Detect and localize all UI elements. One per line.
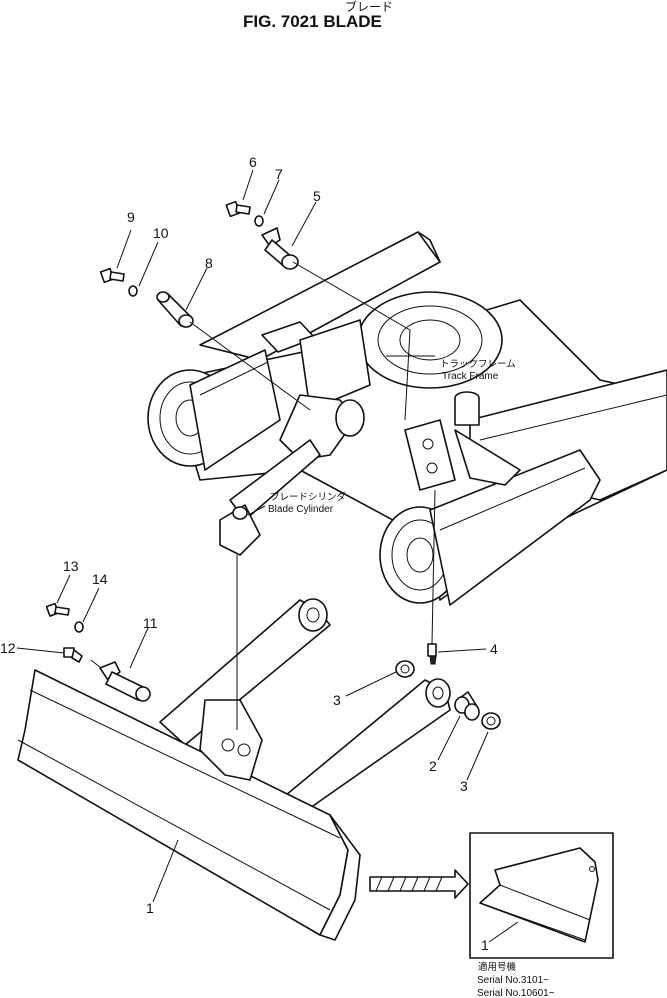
part-2-bushing (454, 691, 480, 721)
part-3-seal-upper (395, 660, 415, 678)
blade-pivot-bracket (199, 699, 263, 781)
part-9-bolt (99, 267, 125, 284)
callout-13: 13 (63, 558, 79, 574)
part-8-collar (156, 291, 194, 328)
serial-range-1: Serial No.3101~ (477, 975, 549, 986)
part-11-pin (99, 661, 151, 702)
inset-callout-1: 1 (481, 937, 489, 953)
applicability-label-japanese: 適用号機 (478, 961, 517, 973)
callout-2: 2 (429, 758, 437, 774)
track-frame-label: Track Frame (442, 371, 499, 382)
push-arm-right (279, 678, 451, 816)
assembly-lines (90, 261, 436, 730)
part-10-washer (128, 285, 138, 297)
part-7-washer (254, 215, 264, 227)
callout-4: 4 (490, 641, 498, 657)
track-frame-label-japanese: トラックフレーム (440, 359, 516, 370)
callout-5: 5 (313, 188, 321, 204)
part-4-grease-fitting (427, 643, 437, 665)
part-3-seal-lower (481, 712, 501, 730)
part-14-washer (74, 621, 84, 633)
callout-7: 7 (275, 166, 283, 182)
inset-detail: 1 (469, 832, 614, 959)
part-6-bolt (225, 200, 251, 218)
blade-cylinder (219, 394, 365, 556)
blade-cylinder-label-japanese: ブレードシリンダ (270, 491, 347, 503)
callout-3-lower: 3 (460, 778, 468, 794)
callout-8: 8 (205, 255, 213, 271)
callout-11: 11 (143, 615, 158, 631)
part-5-pin (261, 227, 299, 270)
track-frame (147, 231, 667, 606)
figure-title-japanese: ブレード (345, 0, 393, 14)
callout-12: 12 (0, 640, 16, 656)
callout-leaders (16, 169, 489, 903)
callout-9: 9 (127, 209, 135, 225)
blade (17, 669, 361, 941)
callout-14: 14 (92, 571, 108, 587)
part-12-grease-fitting (63, 647, 83, 663)
callout-1: 1 (146, 900, 154, 916)
callout-6: 6 (249, 154, 257, 170)
figure-title: FIG. 7021 BLADE (243, 12, 382, 31)
part-13-bolt (45, 602, 70, 617)
callout-10: 10 (153, 225, 169, 241)
serial-range-2: Serial No.10601~ (477, 988, 555, 998)
blade-cylinder-label: Blade Cylinder (268, 504, 334, 515)
inset-arrow (369, 869, 469, 899)
callout-3-upper: 3 (333, 692, 341, 708)
